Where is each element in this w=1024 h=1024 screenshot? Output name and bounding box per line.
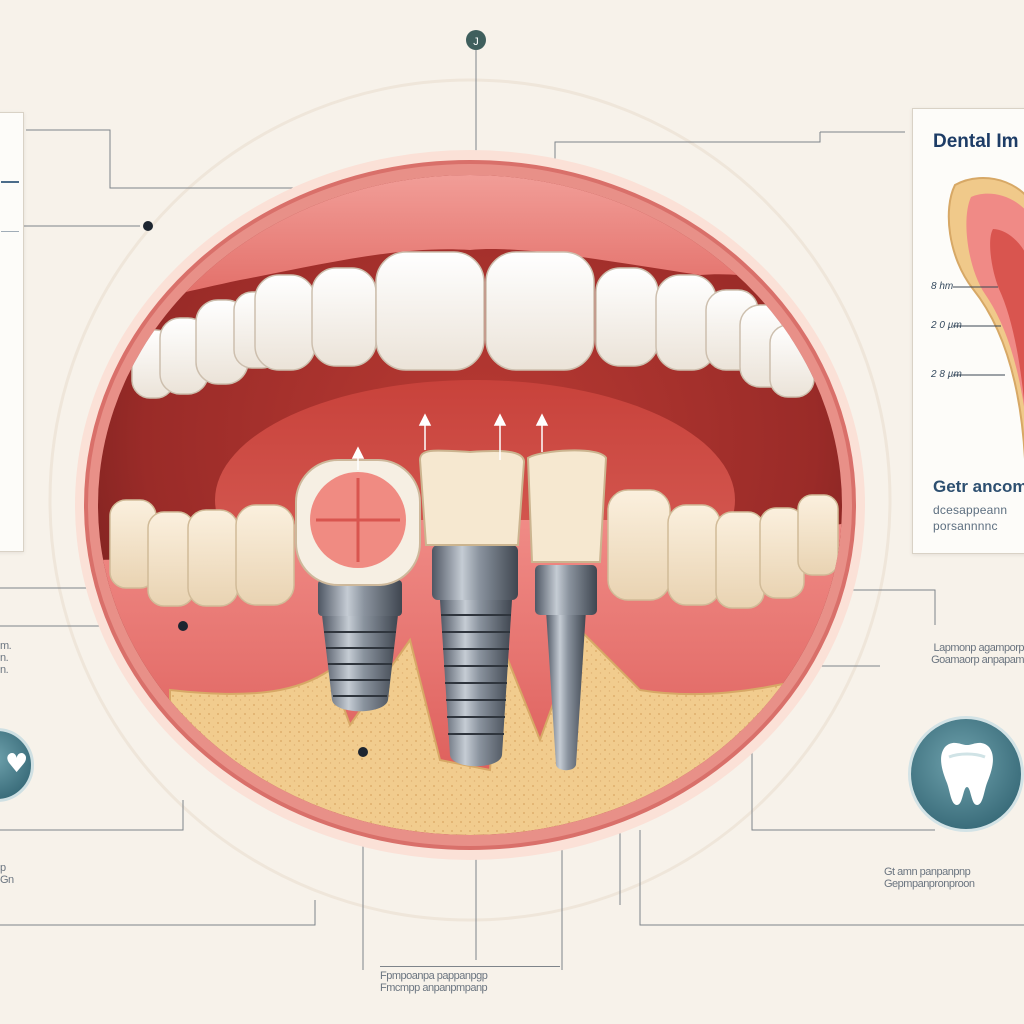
panel-caption-line: dcesappeann [933, 503, 1008, 517]
right-tooth-badge [908, 716, 1024, 832]
scale-label: 8 hm [931, 281, 954, 292]
upper-teeth [131, 251, 815, 399]
left-note-line: n. [0, 664, 9, 676]
tooth-icon: ♥ [5, 749, 29, 779]
left-card-rule [1, 231, 19, 232]
scale-label: 2 0 µm [931, 320, 962, 331]
background-ring [48, 78, 892, 922]
lower-teeth [109, 489, 839, 609]
panel-caption-line: porsannnnc [933, 519, 998, 533]
top-marker [466, 30, 486, 50]
right-bottom-note: Gt amn panpanpnp Gepmpanpronproon [884, 866, 1024, 890]
bottom-caption-line: Fpmpoanpa pappanpgp [380, 966, 560, 982]
panel-title: Dental Im [933, 131, 1019, 152]
bottom-caption-line: Fmcmpp anpanpmpanp [380, 982, 488, 994]
left-bottom-note: p Gn [0, 862, 40, 886]
direction-arrows [351, 413, 549, 470]
left-bottom-line: Gn [0, 874, 14, 886]
right-note: Lapmonp agamporp Goamaorp anpapam [912, 642, 1024, 666]
right-bottom-line: Gepmpanpronproon [884, 878, 975, 890]
implant-central [418, 449, 526, 767]
left-bottom-line: p [0, 862, 6, 874]
left-note-line: m. [0, 640, 12, 652]
implant-molar [295, 459, 421, 712]
left-info-card [0, 112, 24, 552]
left-note: m. n. n. [0, 640, 26, 676]
right-bottom-line: Gt amn panpanpnp [884, 866, 971, 878]
implant-narrow [526, 449, 608, 771]
left-note-line: n. [0, 652, 9, 664]
scale-label: 2 8 µm [931, 369, 962, 380]
right-note-line: Lapmonp agamporp [933, 642, 1024, 654]
tooth-cross-section [947, 177, 1024, 459]
right-note-line: Goamaorp anpapam [931, 654, 1024, 666]
top-marker-label: J [473, 36, 479, 48]
right-info-panel: Dental Im 8 hm 2 0 µm 2 8 µm Getr ancom … [912, 108, 1024, 554]
callout-dots [143, 221, 368, 757]
bottom-caption: Fpmpoanpa pappanpgp Fmcmpp anpanpmpanp [380, 966, 560, 994]
tooth-icon [941, 742, 993, 805]
panel-subtitle: Getr ancom [933, 477, 1024, 496]
left-card-rule [1, 181, 19, 183]
